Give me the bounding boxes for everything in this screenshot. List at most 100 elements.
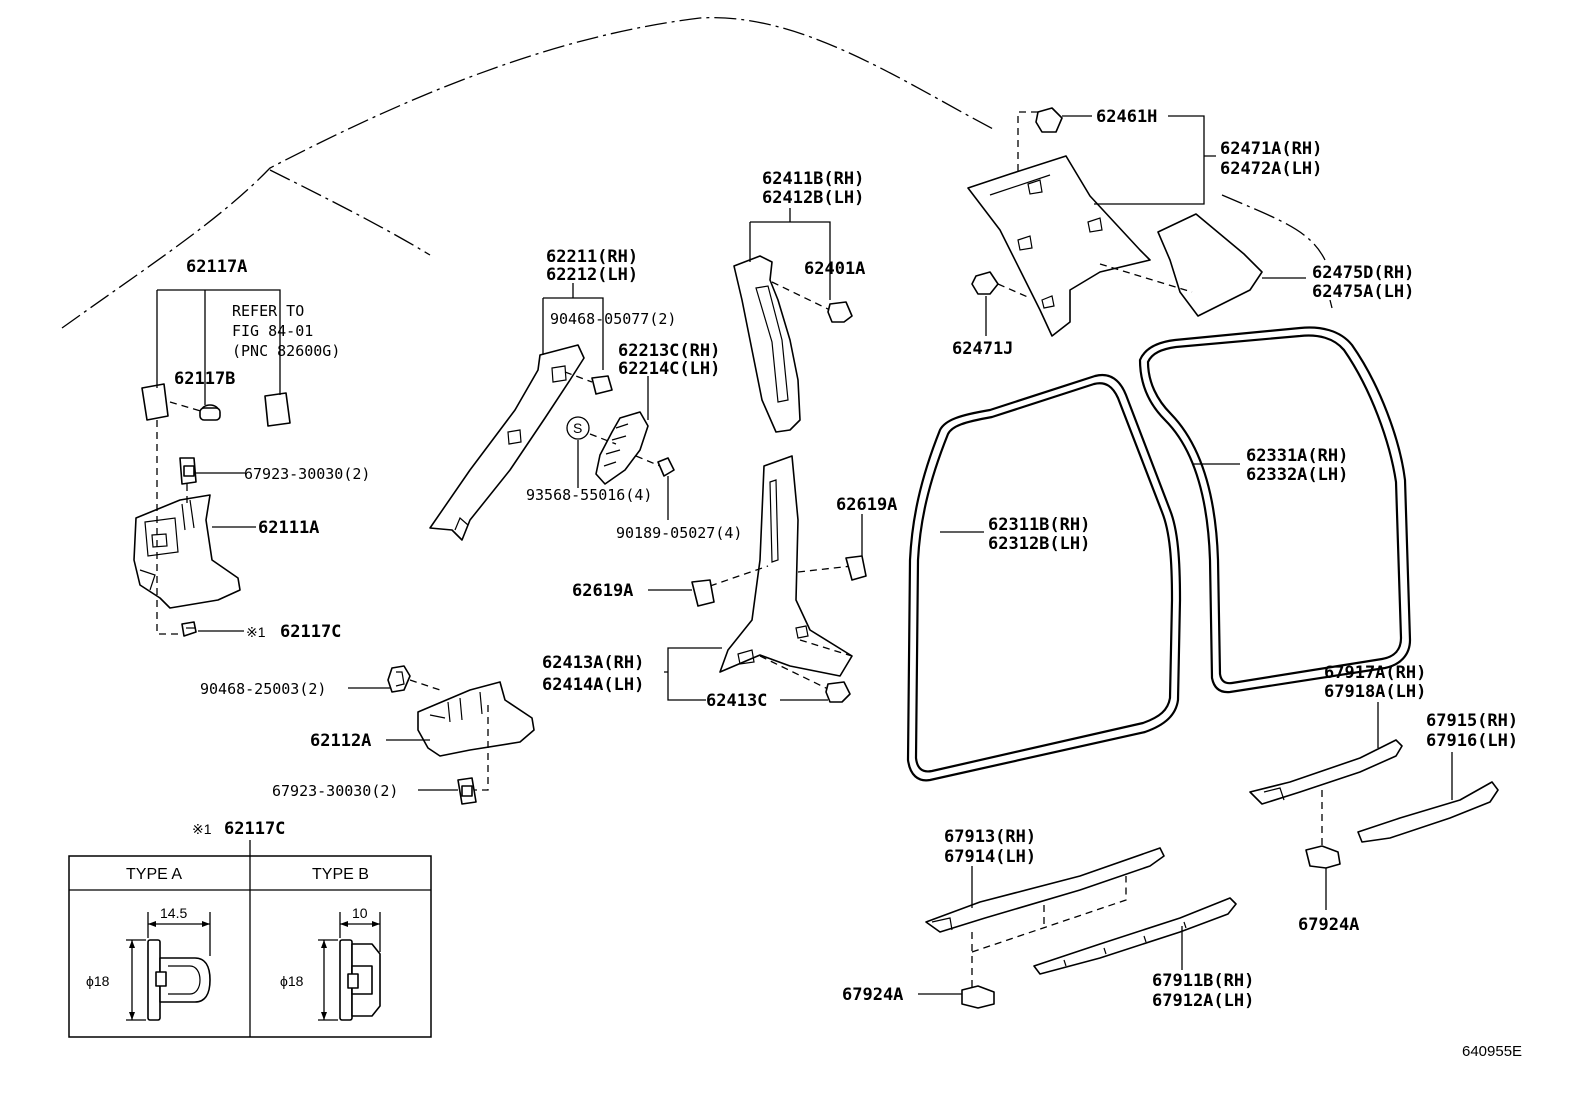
part-67923-clip-top bbox=[179, 457, 197, 485]
label-62311B: 62311B(RH) bbox=[988, 515, 1090, 535]
label-62332A: 62332A(LH) bbox=[1246, 465, 1348, 485]
leader-62471A bbox=[1094, 115, 1216, 205]
label-refer-to: REFER TO bbox=[232, 302, 304, 320]
label-62471A: 62471A(RH) bbox=[1220, 139, 1322, 159]
detail-type-b: TYPE B bbox=[312, 866, 369, 883]
part-67924A-clip-left bbox=[961, 985, 995, 1009]
label-62117A: 62117A bbox=[186, 257, 247, 277]
label-62472A: 62472A(LH) bbox=[1220, 159, 1322, 179]
label-93568: 93568-55016(4) bbox=[526, 486, 652, 504]
dim-b-diameter: ϕ18 bbox=[280, 973, 304, 989]
label-62117C: 62117C bbox=[280, 622, 341, 642]
label-62411B: 62411B(RH) bbox=[762, 169, 864, 189]
label-62331A: 62331A(RH) bbox=[1246, 446, 1348, 466]
label-62475D: 62475D(RH) bbox=[1312, 263, 1414, 283]
label-62111A: 62111A bbox=[258, 518, 319, 538]
label-s-mark: S bbox=[573, 420, 582, 436]
label-62312B: 62312B(LH) bbox=[988, 534, 1090, 554]
type-a-clip bbox=[147, 939, 211, 1021]
label-62471J: 62471J bbox=[952, 339, 1013, 359]
part-62619A-clip-left bbox=[691, 579, 715, 607]
part-62471J-clip bbox=[971, 271, 999, 295]
diagram-id: 640955E bbox=[1462, 1043, 1522, 1060]
part-62311B-front-door-weatherstrip bbox=[906, 373, 1182, 782]
label-90468-25003: 90468-25003(2) bbox=[200, 680, 326, 698]
type-a-dimensions bbox=[126, 912, 211, 1021]
part-62117C-clip bbox=[181, 621, 197, 637]
dash-62111A bbox=[156, 420, 180, 635]
label-67918A: 67918A(LH) bbox=[1324, 682, 1426, 702]
label-67913: 67913(RH) bbox=[944, 827, 1036, 847]
label-67924A-right: 67924A bbox=[1298, 915, 1359, 935]
label-62214C: 62214C(LH) bbox=[618, 359, 720, 379]
label-refer-pnc: (PNC 82600G) bbox=[232, 342, 340, 360]
label-67914: 67914(LH) bbox=[944, 847, 1036, 867]
leader-62117A bbox=[156, 289, 281, 405]
label-90189: 90189-05027(4) bbox=[616, 524, 742, 542]
detail-box-mark: ※1 bbox=[192, 821, 212, 837]
dim-b-width: 10 bbox=[352, 905, 368, 921]
label-62461H: 62461H bbox=[1096, 107, 1157, 127]
part-62211-a-pillar-garnish bbox=[429, 344, 585, 541]
label-62475A: 62475A(LH) bbox=[1312, 282, 1414, 302]
part-62331A-rear-door-weatherstrip bbox=[1138, 326, 1412, 694]
label-62414A: 62414A(LH) bbox=[542, 675, 644, 695]
label-62112A: 62112A bbox=[310, 731, 371, 751]
part-67913-front-scuff bbox=[925, 847, 1165, 933]
s-mark bbox=[566, 416, 590, 440]
part-67923-clip-bottom bbox=[457, 777, 477, 805]
part-90468-05077-clip bbox=[591, 375, 613, 395]
label-62211: 62211(RH) bbox=[546, 247, 638, 267]
label-67915: 67915(RH) bbox=[1426, 711, 1518, 731]
part-90468-25003-clip bbox=[387, 665, 411, 693]
label-62413A: 62413A(RH) bbox=[542, 653, 644, 673]
type-b-clip bbox=[339, 939, 381, 1021]
roof-outline bbox=[61, 17, 1326, 329]
part-62213C-bracket bbox=[595, 411, 649, 485]
label-62117B: 62117B bbox=[174, 369, 235, 389]
part-62413C-clip bbox=[825, 681, 851, 703]
part-67911B-front-step bbox=[1033, 897, 1237, 975]
part-62475D-panel bbox=[1157, 213, 1263, 317]
label-67923-top: 67923-30030(2) bbox=[244, 465, 370, 483]
label-refer-fig: FIG 84-01 bbox=[232, 322, 313, 340]
part-62117A-cap-right bbox=[264, 392, 291, 427]
label-67912A: 67912A(LH) bbox=[1152, 991, 1254, 1011]
part-90189-05027-clip bbox=[657, 457, 675, 477]
label-67923-bottom: 67923-30030(2) bbox=[272, 782, 398, 800]
part-62112A-panel bbox=[417, 681, 535, 757]
label-90468-05077: 90468-05077(2) bbox=[550, 310, 676, 328]
part-67924A-clip-right bbox=[1305, 845, 1341, 869]
part-67915-rear-step bbox=[1357, 781, 1499, 843]
leader-62411B bbox=[749, 208, 831, 300]
label-62619A-right: 62619A bbox=[836, 495, 897, 515]
label-mark-1: ※1 bbox=[246, 624, 266, 640]
label-62413C: 62413C bbox=[706, 691, 767, 711]
part-62117A-cap-left bbox=[141, 383, 169, 421]
label-62213C: 62213C(RH) bbox=[618, 341, 720, 361]
leader-62211 bbox=[542, 283, 604, 370]
label-67917A: 67917A(RH) bbox=[1324, 663, 1426, 683]
leader-62413A bbox=[664, 647, 722, 701]
part-62111A-kick-panel bbox=[133, 494, 241, 609]
part-67917A-rear-scuff bbox=[1249, 739, 1403, 805]
label-67916: 67916(LH) bbox=[1426, 731, 1518, 751]
dim-a-diameter: ϕ18 bbox=[86, 973, 110, 989]
part-62401A-clip bbox=[827, 301, 853, 323]
label-62212: 62212(LH) bbox=[546, 265, 638, 285]
type-b-dimensions bbox=[318, 912, 381, 1021]
part-62117B-clip bbox=[199, 404, 221, 421]
detail-box-title: 62117C bbox=[224, 819, 285, 839]
label-67924A-left: 67924A bbox=[842, 985, 903, 1005]
label-62412B: 62412B(LH) bbox=[762, 188, 864, 208]
label-62619A-left: 62619A bbox=[572, 581, 633, 601]
part-62413A-lower-b-pillar bbox=[719, 455, 853, 677]
detail-type-a: TYPE A bbox=[126, 866, 182, 883]
label-67911B: 67911B(RH) bbox=[1152, 971, 1254, 991]
dim-a-width: 14.5 bbox=[160, 905, 187, 921]
part-62411B-upper-b-pillar bbox=[733, 255, 801, 433]
part-62461H-clip bbox=[1035, 107, 1063, 133]
label-62401A: 62401A bbox=[804, 259, 865, 279]
part-62619A-clip-right bbox=[845, 555, 867, 581]
part-62471A-quarter-garnish bbox=[967, 155, 1151, 337]
